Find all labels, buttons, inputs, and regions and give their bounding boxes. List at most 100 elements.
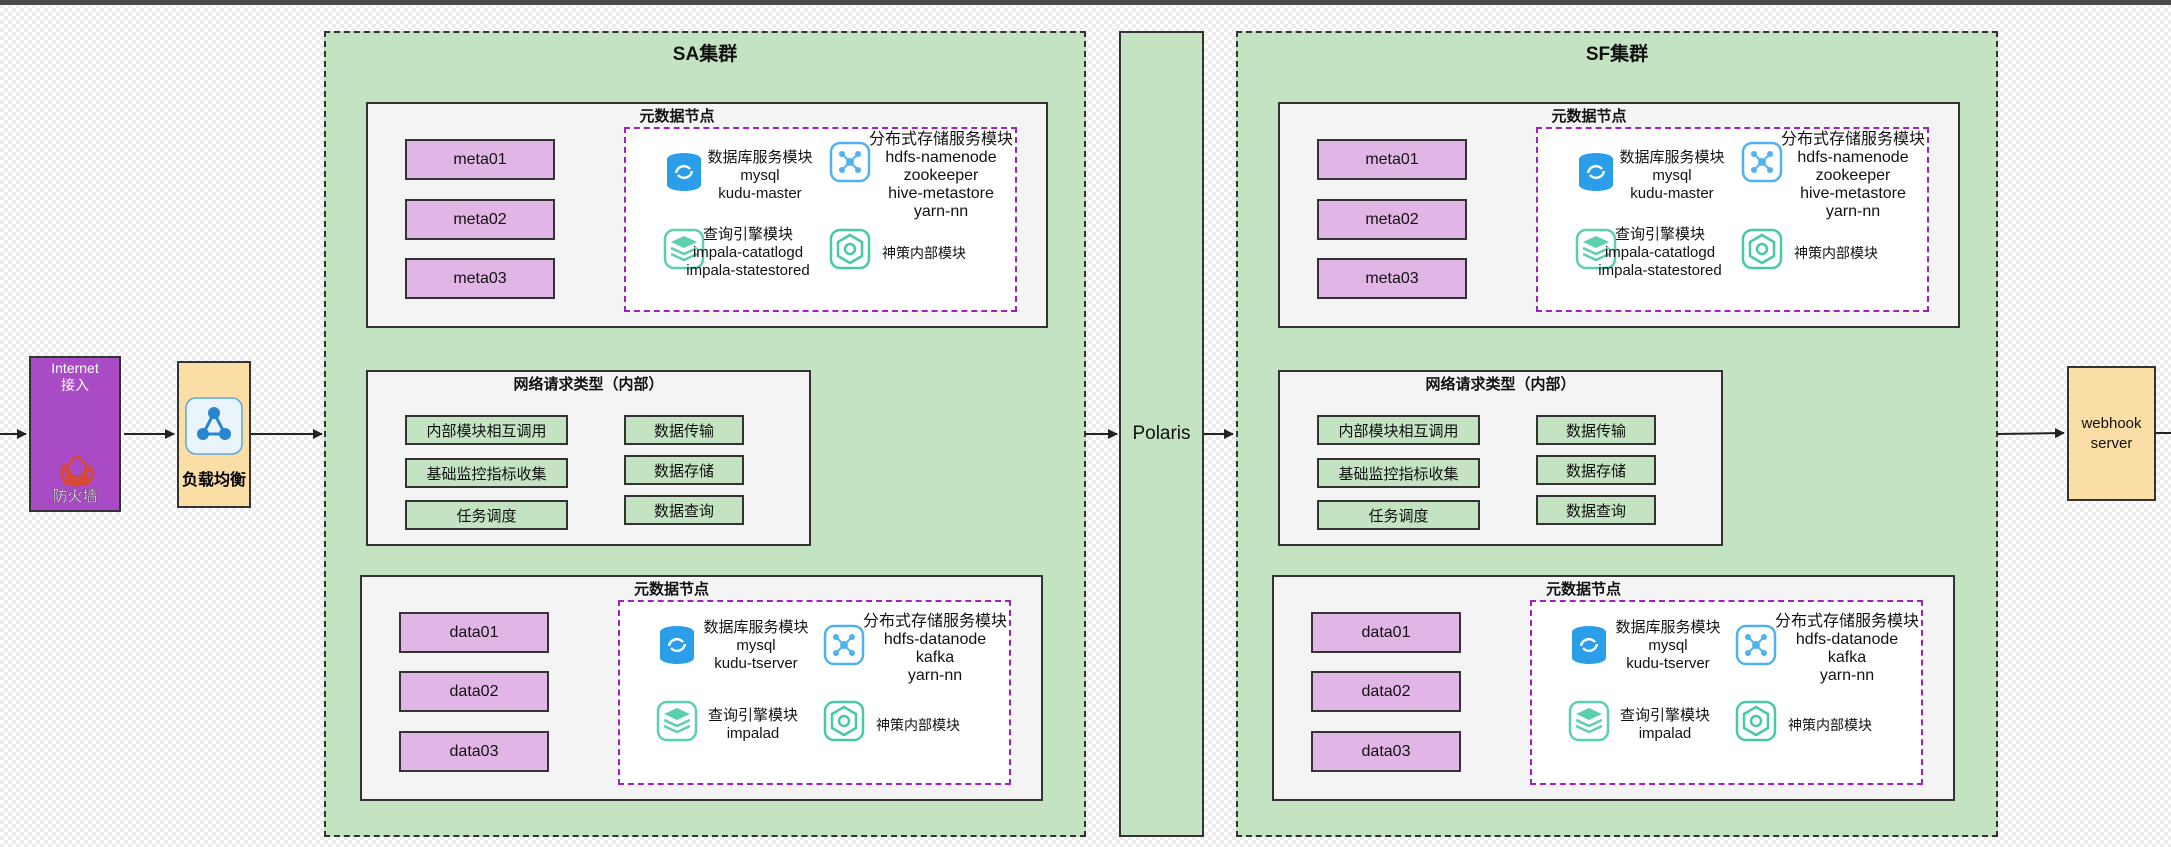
sf-meta-internal-module: 神策内部模块 (1794, 245, 1878, 261)
module-line: hdfs-datanode (1795, 631, 1899, 648)
module-title: 查询引擎模块 (707, 707, 799, 724)
sf-meta-query-module: 查询引擎模块 impala-catatlogd impala-statestor… (1598, 226, 1721, 280)
internal-module-icon (823, 700, 865, 742)
internal-module-icon (1741, 228, 1783, 270)
sa-net-right-1[interactable]: 数据存储 (624, 455, 744, 485)
sf-node-meta01[interactable]: meta01 (1317, 139, 1467, 180)
distributed-storage-icon (1741, 141, 1783, 183)
module-line: yarn-nn (913, 203, 969, 220)
sf-data-db-module: 数据库服务模块 mysql kudu-tserver (1615, 619, 1720, 673)
module-title: 查询引擎模块 (1619, 707, 1711, 724)
sf-node-data01[interactable]: data01 (1311, 612, 1461, 653)
sa-data-query-module: 查询引擎模块 impalad (708, 707, 798, 743)
internal-module-icon (829, 228, 871, 270)
database-icon (667, 153, 701, 191)
sf-meta-storage-module: 分布式存储服务模块 hdfs-namenode zookeeper hive-m… (1781, 131, 1925, 221)
sa-net-left-2[interactable]: 任务调度 (405, 500, 568, 530)
sf-net-left-2[interactable]: 任务调度 (1317, 500, 1480, 530)
sf-net-left-1[interactable]: 基础监控指标收集 (1317, 458, 1480, 488)
module-line: mysql (740, 167, 780, 184)
sf-net-right-0[interactable]: 数据传输 (1536, 415, 1656, 445)
polaris-label: Polaris (1132, 423, 1191, 444)
firewall-label: 防火墙 (52, 488, 98, 505)
internet-subtitle: 接入 (61, 377, 89, 393)
module-line: hive-metastore (1800, 185, 1906, 202)
module-line: impalad (1638, 725, 1692, 742)
top-border (0, 0, 2171, 5)
sa-node-data03[interactable]: data03 (399, 731, 549, 772)
sf-net-right-2[interactable]: 数据查询 (1536, 495, 1656, 525)
module-title: 数据库服务模块 (1619, 149, 1725, 166)
distributed-storage-icon (829, 141, 871, 183)
sf-data-panel-title: 元数据节点 (1545, 581, 1621, 598)
internet-title: Internet (51, 360, 99, 376)
webhook-label-line1: webhook (2081, 414, 2142, 432)
module-title: 查询引擎模块 (702, 226, 793, 243)
load-balancer-label: 负载均衡 (181, 472, 246, 489)
sa-node-data02[interactable]: data02 (399, 671, 549, 712)
module-line: kudu-master (1630, 185, 1714, 202)
load-balancer-box[interactable]: 负载均衡 (177, 361, 251, 508)
polaris-box[interactable]: Polaris (1119, 31, 1204, 837)
sa-net-right-0[interactable]: 数据传输 (624, 415, 744, 445)
module-line: mysql (1648, 637, 1688, 654)
module-line: yarn-nn (1825, 203, 1881, 220)
sf-node-data03[interactable]: data03 (1311, 731, 1461, 772)
sa-net-left-0[interactable]: 内部模块相互调用 (405, 415, 568, 445)
module-line: kudu-tserver (714, 655, 798, 672)
firewall-icon (60, 454, 94, 488)
module-title: 分布式存储服务模块 (862, 613, 1008, 630)
sa-meta-db-module: 数据库服务模块 mysql kudu-master (707, 149, 812, 203)
query-engine-icon (1568, 700, 1610, 742)
sf-node-data02[interactable]: data02 (1311, 671, 1461, 712)
sa-node-meta02[interactable]: meta02 (405, 199, 555, 240)
query-engine-icon (1575, 228, 1617, 270)
sf-data-query-module: 查询引擎模块 impalad (1620, 707, 1710, 743)
module-line: hdfs-namenode (1797, 149, 1909, 166)
module-line: mysql (1652, 167, 1692, 184)
database-icon (1572, 626, 1606, 664)
module-line: yarn-nn (907, 667, 963, 684)
sa-net-right-2[interactable]: 数据查询 (624, 495, 744, 525)
module-line: kafka (915, 649, 955, 666)
sf-node-meta03[interactable]: meta03 (1317, 258, 1467, 299)
sf-net-right-1[interactable]: 数据存储 (1536, 455, 1656, 485)
sf-meta-db-module: 数据库服务模块 mysql kudu-master (1619, 149, 1724, 203)
sa-data-db-module: 数据库服务模块 mysql kudu-tserver (703, 619, 808, 673)
module-line: hdfs-datanode (883, 631, 987, 648)
module-title: 数据库服务模块 (707, 149, 813, 166)
sa-net-left-1[interactable]: 基础监控指标收集 (405, 458, 568, 488)
module-line: zookeeper (1815, 167, 1891, 184)
sa-meta-internal-module: 神策内部模块 (882, 245, 966, 261)
sa-node-meta03[interactable]: meta03 (405, 258, 555, 299)
module-title: 数据库服务模块 (703, 619, 809, 636)
sa-net-panel-title: 网络请求类型（内部） (513, 376, 664, 393)
module-title: 分布式存储服务模块 (1774, 613, 1920, 630)
sf-net-left-0[interactable]: 内部模块相互调用 (1317, 415, 1480, 445)
query-engine-icon (663, 228, 705, 270)
module-line: hdfs-namenode (885, 149, 997, 166)
module-title: 分布式存储服务模块 (1780, 131, 1926, 148)
sf-net-panel-title: 网络请求类型（内部） (1425, 376, 1576, 393)
module-line: impala-catatlogd (692, 244, 804, 261)
webhook-server-box[interactable]: webhook server (2067, 366, 2156, 501)
module-line: impala-catatlogd (1604, 244, 1716, 261)
module-line: kafka (1827, 649, 1867, 666)
sa-node-meta01[interactable]: meta01 (405, 139, 555, 180)
module-title: 数据库服务模块 (1615, 619, 1721, 636)
distributed-storage-icon (823, 624, 865, 666)
sa-node-data01[interactable]: data01 (399, 612, 549, 653)
module-line: kudu-master (718, 185, 802, 202)
sf-meta-panel-title: 元数据节点 (1551, 108, 1627, 125)
internet-access-box[interactable]: Internet 接入 防火墙 (29, 356, 121, 512)
sa-meta-query-module: 查询引擎模块 impala-catatlogd impala-statestor… (686, 226, 809, 280)
load-balancer-icon (185, 397, 243, 455)
query-engine-icon (656, 700, 698, 742)
sf-node-meta02[interactable]: meta02 (1317, 199, 1467, 240)
module-line: kudu-tserver (1626, 655, 1710, 672)
sa-cluster-title: SA集群 (672, 44, 738, 65)
sf-cluster-title: SF集群 (1585, 44, 1649, 65)
module-line: impala-statestored (686, 262, 810, 279)
sa-data-panel-title: 元数据节点 (633, 581, 709, 598)
sf-data-internal-module: 神策内部模块 (1788, 717, 1872, 733)
